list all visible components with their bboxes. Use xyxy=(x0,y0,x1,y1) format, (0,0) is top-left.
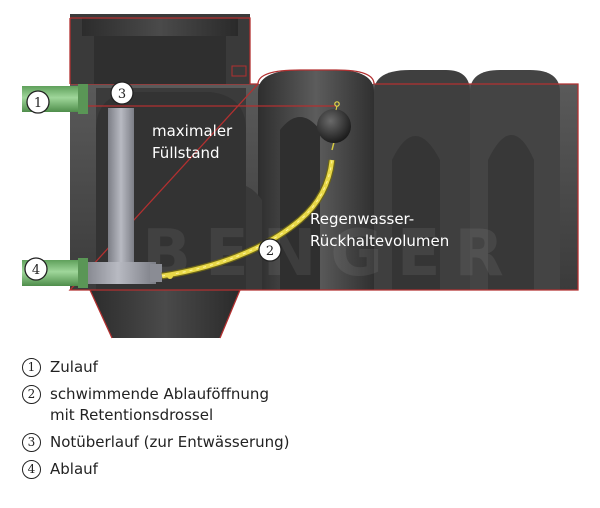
callout-3: 3 xyxy=(110,81,134,105)
legend-number: 2 xyxy=(22,385,41,404)
watermark-text: BENGER xyxy=(142,217,518,291)
legend-text: Notüberlauf (zur Entwässerung) xyxy=(50,433,290,451)
legend-item-outlet: 4 Ablauf xyxy=(22,459,422,480)
legend-text: mit Retentionsdrossel xyxy=(50,406,214,424)
label-max-level-line1: maximaler xyxy=(152,122,233,140)
label-retention-line1: Regenwasser- xyxy=(310,210,414,228)
label-max-level: maximaler Füllstand xyxy=(152,122,233,162)
tank-cross-section: BENGER xyxy=(22,14,579,339)
callout-1: 1 xyxy=(26,90,50,114)
access-shaft xyxy=(69,14,251,84)
legend-item-float-outlet: 2 schwimmende Ablauföffnung mit Retentio… xyxy=(22,384,422,426)
label-max-level-line2: Füllstand xyxy=(152,144,220,162)
callout-4: 4 xyxy=(24,257,48,281)
float-ball xyxy=(317,101,351,151)
overflow-pipe xyxy=(80,108,162,284)
legend-number: 4 xyxy=(22,460,41,479)
legend-text: schwimmende Ablauföffnung xyxy=(50,385,269,403)
legend-item-inlet: 1 Zulauf xyxy=(22,357,422,378)
legend-number: 3 xyxy=(22,433,41,452)
tank-body xyxy=(70,70,578,338)
label-retention-volume: Regenwasser- Rückhaltevolumen xyxy=(310,210,449,250)
callout-1-number: 1 xyxy=(34,96,42,111)
callout-2: 2 xyxy=(258,238,282,262)
label-retention-line2: Rückhaltevolumen xyxy=(310,232,449,250)
legend: 1 Zulauf 2 schwimmende Ablauföffnung mit… xyxy=(22,357,422,486)
callout-2-number: 2 xyxy=(266,244,274,259)
callout-3-number: 3 xyxy=(118,87,126,102)
legend-number: 1 xyxy=(22,358,41,377)
retention-hose xyxy=(161,159,336,280)
legend-item-overflow: 3 Notüberlauf (zur Entwässerung) xyxy=(22,432,422,453)
legend-text: Ablauf xyxy=(50,460,98,478)
legend-text: Zulauf xyxy=(50,358,98,376)
callout-4-number: 4 xyxy=(32,263,40,278)
